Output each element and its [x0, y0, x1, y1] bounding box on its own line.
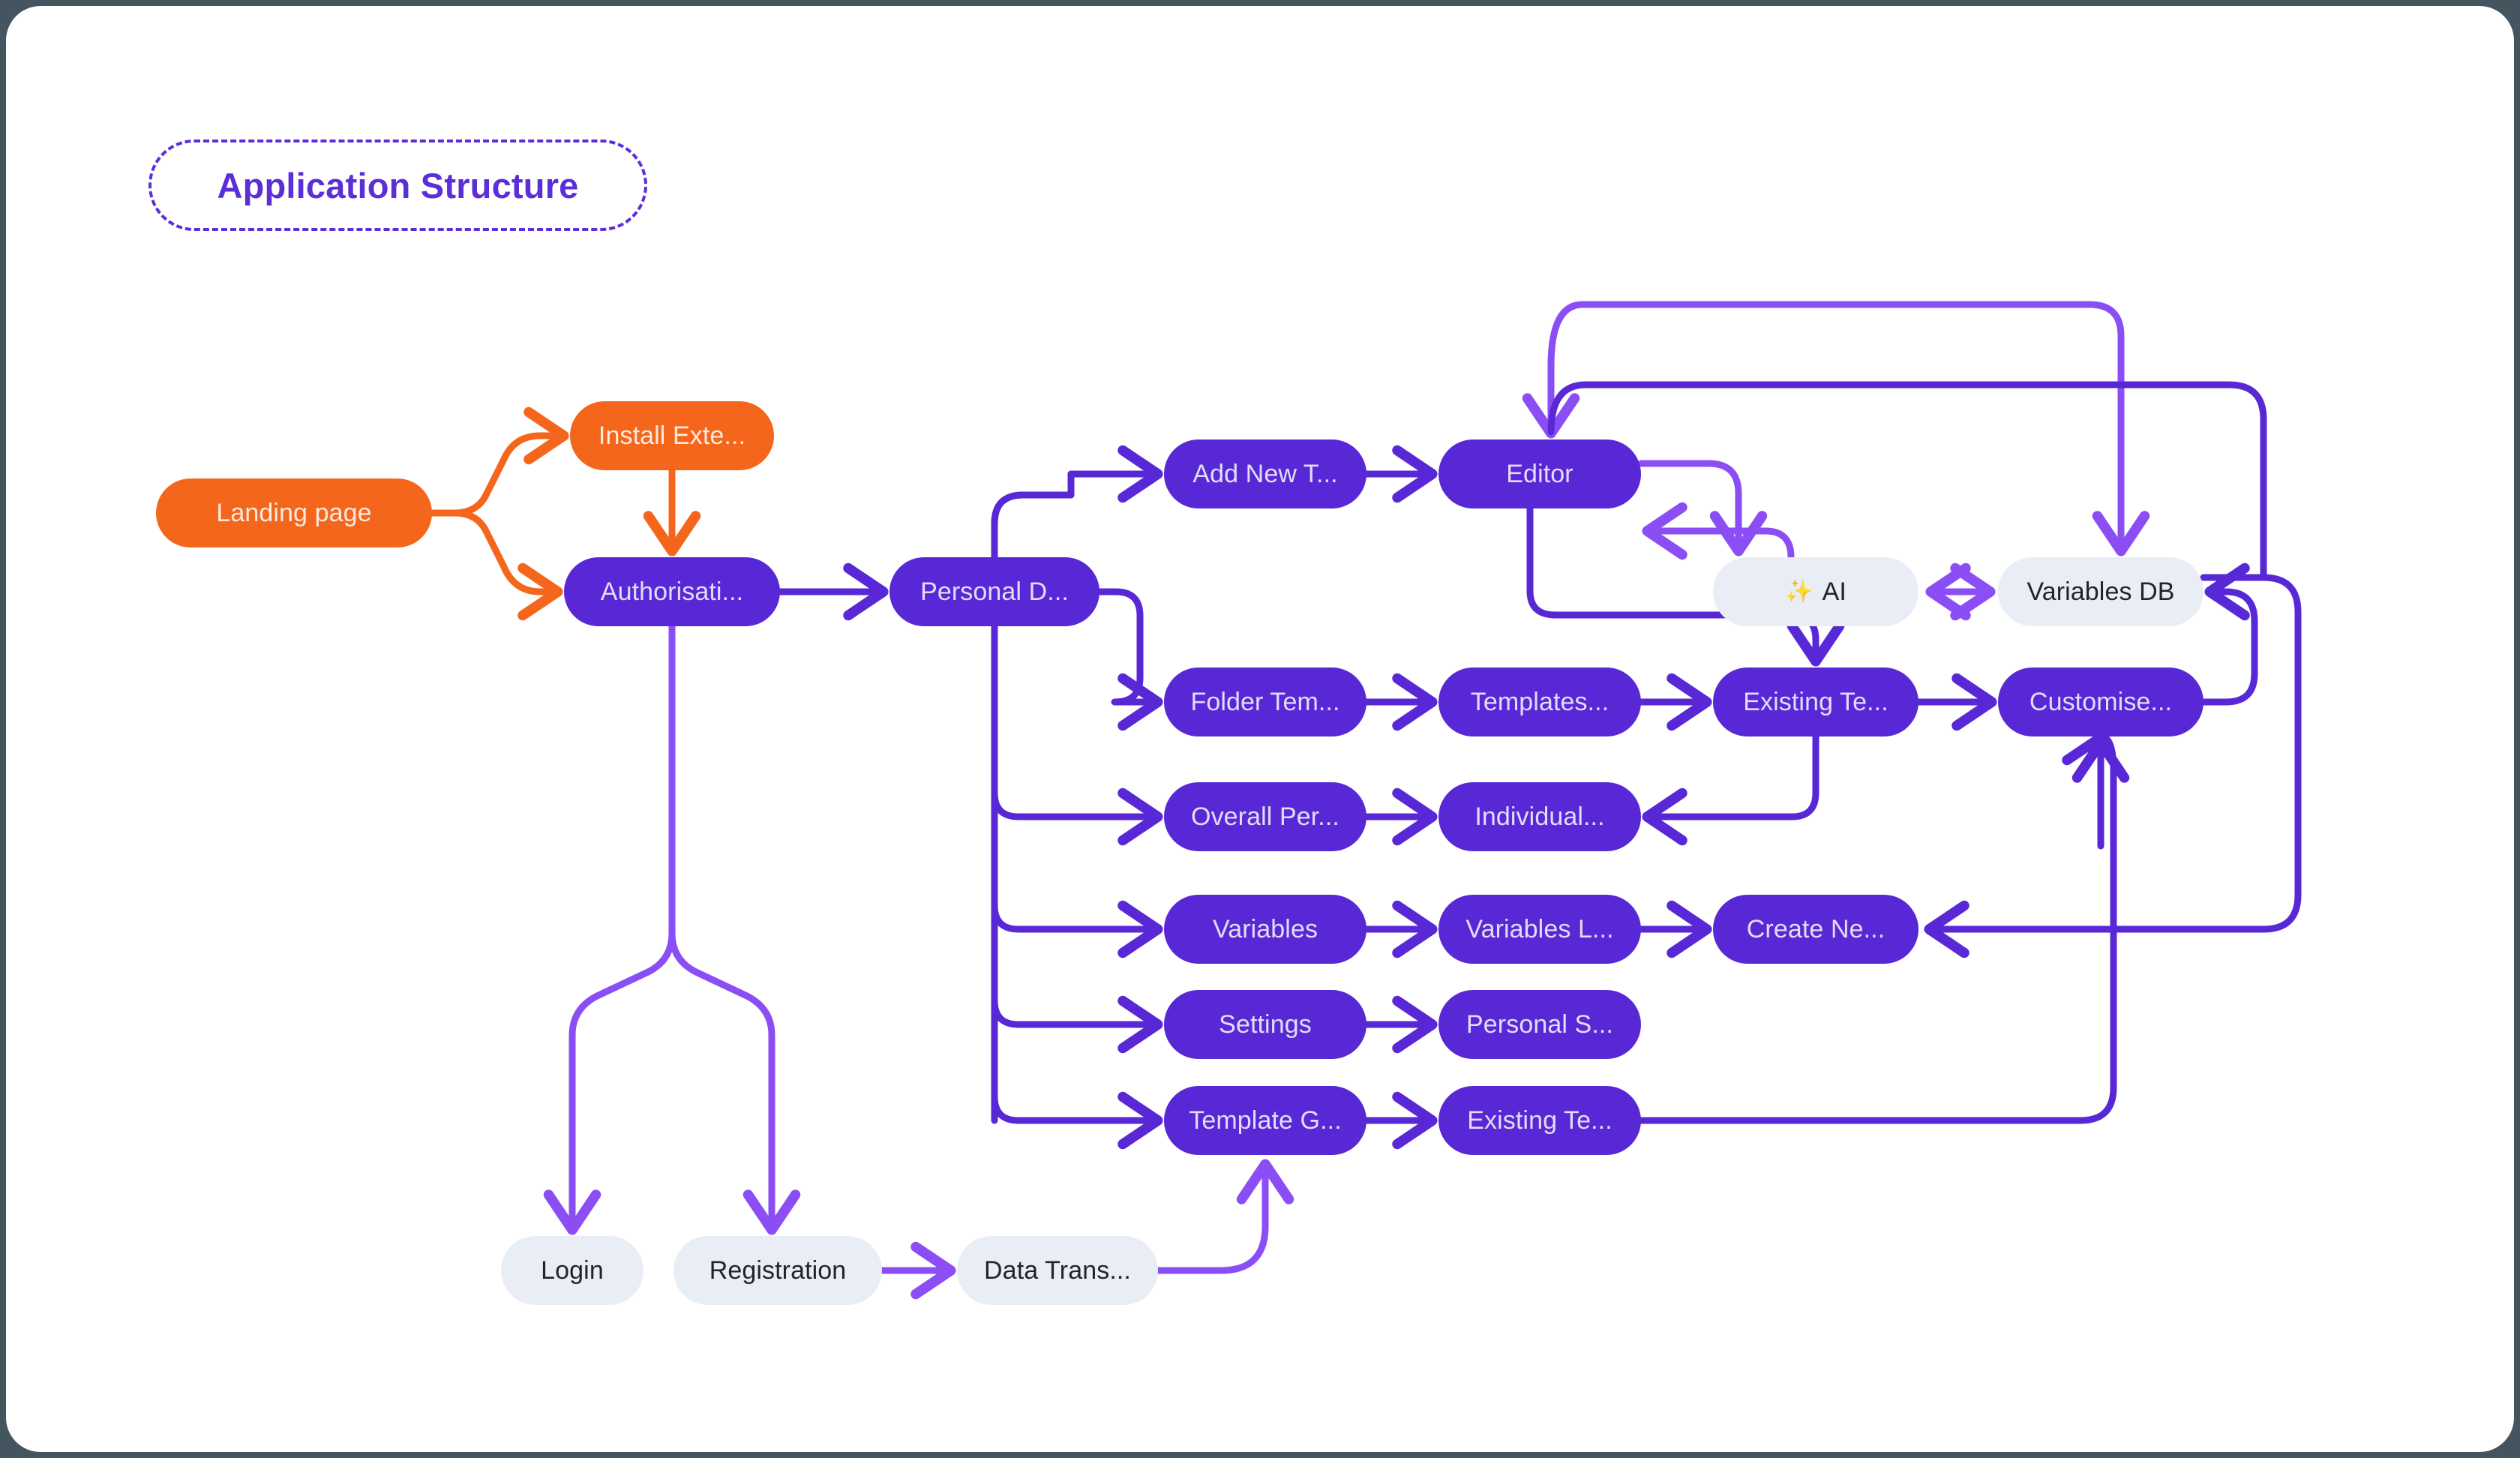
edge-personaldata-to-templateg — [991, 1091, 1163, 1150]
edge-personaldata-to-foldertem — [1096, 588, 1163, 731]
edge-toprail-dark — [1547, 381, 2267, 581]
node-variables[interactable]: Variables — [1164, 895, 1366, 964]
node-label: Settings — [1219, 1010, 1312, 1039]
node-label: Customise... — [2029, 688, 2173, 716]
node-existing-template-1[interactable]: Existing Te... — [1713, 668, 1918, 736]
node-install-extension[interactable]: Install Exte... — [570, 401, 774, 470]
node-templates[interactable]: Templates... — [1438, 668, 1641, 736]
node-add-new-template[interactable]: Add New T... — [1164, 440, 1366, 508]
node-customise[interactable]: Customise... — [1998, 668, 2204, 736]
node-personal-data[interactable]: Personal D... — [890, 557, 1100, 626]
node-variables-db[interactable]: Variables DB — [1998, 557, 2204, 626]
node-variables-list[interactable]: Variables L... — [1438, 895, 1641, 964]
edge-auth-to-login — [543, 929, 676, 1235]
node-label: Template G... — [1189, 1106, 1342, 1135]
edge-existingte1-to-individual — [1642, 733, 1820, 846]
page-title: Application Structure — [148, 140, 647, 231]
node-label: Data Trans... — [984, 1256, 1131, 1285]
node-overall-performance[interactable]: Overall Per... — [1164, 782, 1366, 851]
node-label: Existing Te... — [1467, 1106, 1612, 1135]
node-individual[interactable]: Individual... — [1438, 782, 1641, 851]
node-data-transfer[interactable]: Data Trans... — [957, 1236, 1158, 1305]
node-folder-templates[interactable]: Folder Tem... — [1164, 668, 1366, 736]
edge-landing-to-auth — [428, 509, 563, 621]
edge-personaldata-trunk-up — [991, 491, 1075, 561]
node-ai[interactable]: ✨ AI — [1713, 557, 1918, 626]
edge-datatrans-to-templateg — [1154, 1159, 1294, 1274]
edge-editor-to-ai — [1637, 460, 1768, 556]
edge-toprail-to-variablesdb — [1547, 301, 2150, 556]
node-label: Individual... — [1474, 802, 1605, 831]
edge-landing-to-install — [428, 406, 569, 517]
node-label: Landing page — [216, 499, 372, 527]
node-template-generation[interactable]: Template G... — [1164, 1086, 1366, 1155]
edge-personaldata-to-settings — [991, 995, 1163, 1054]
node-label: Variables — [1212, 915, 1318, 944]
node-label: Add New T... — [1192, 460, 1338, 488]
node-label: Templates... — [1470, 688, 1610, 716]
node-registration[interactable]: Registration — [674, 1236, 882, 1305]
node-label: Install Exte... — [598, 422, 746, 450]
edge-auth-to-registration — [668, 929, 801, 1235]
node-editor[interactable]: Editor — [1438, 440, 1641, 508]
diagram-canvas: .e{fill:none;stroke-width:9;stroke-linec… — [6, 6, 2514, 1452]
node-landing-page[interactable]: Landing page — [156, 478, 432, 548]
node-label: Registration — [709, 1256, 847, 1285]
node-settings[interactable]: Settings — [1164, 990, 1366, 1059]
node-label: Overall Per... — [1191, 802, 1340, 831]
node-authorisation[interactable]: Authorisati... — [564, 557, 780, 626]
node-label: Create Ne... — [1746, 915, 1886, 944]
node-label: Authorisati... — [600, 578, 744, 606]
node-existing-template-2[interactable]: Existing Te... — [1438, 1086, 1641, 1155]
node-personal-settings[interactable]: Personal S... — [1438, 990, 1641, 1059]
edge-ai-to-editor — [1642, 502, 1795, 561]
node-label: Variables L... — [1466, 915, 1614, 944]
node-label: Login — [541, 1256, 604, 1285]
edge-variablesdb-to-createne — [1924, 574, 2302, 958]
node-label: Folder Tem... — [1190, 688, 1340, 716]
edge-personaldata-trunk-up2 — [991, 470, 1075, 527]
edge-personaldata-to-overallper — [991, 788, 1163, 846]
node-label: Variables DB — [2026, 578, 2175, 606]
node-login[interactable]: Login — [501, 1236, 644, 1305]
node-label: Editor — [1506, 460, 1574, 488]
node-label: Personal S... — [1466, 1010, 1613, 1039]
edge-personaldata-to-variables — [991, 900, 1163, 958]
node-create-new[interactable]: Create Ne... — [1713, 895, 1918, 964]
node-label: Personal D... — [920, 578, 1069, 606]
page-title-text: Application Structure — [217, 165, 579, 206]
node-label: AI — [1822, 578, 1846, 606]
sparkles-icon: ✨ — [1785, 579, 1814, 604]
node-label: Existing Te... — [1743, 688, 1888, 716]
edge-customise-to-variablesdb — [2200, 562, 2258, 706]
